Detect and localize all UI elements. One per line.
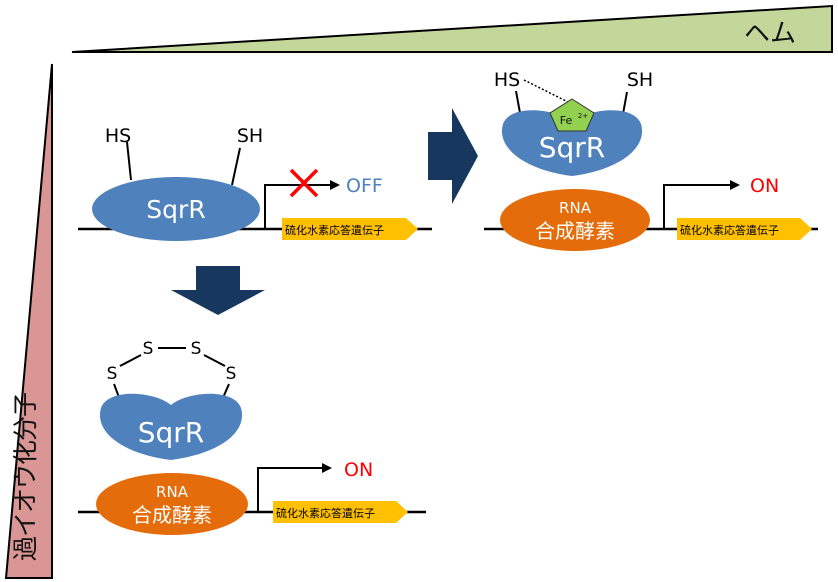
rna-polymerase xyxy=(500,189,650,251)
bond-s1-s3 xyxy=(119,354,142,367)
sqrr-label: SqrR xyxy=(539,131,606,164)
sulfur-atom: S xyxy=(143,339,154,359)
bond-s2-s4 xyxy=(203,354,226,367)
panel-repressed: HS SH SqrR OFF 硫化水素応答遺伝子 xyxy=(78,125,432,241)
rnap-label-line2: 合成酵素 xyxy=(535,219,615,243)
gene-box xyxy=(677,218,812,240)
rna-polymerase xyxy=(96,473,248,535)
rnap-label-line1: RNA xyxy=(559,199,592,217)
thiol-label-right: SH xyxy=(627,69,653,91)
rnap-label-line2: 合成酵素 xyxy=(132,503,212,527)
heme-label: ヘム xyxy=(744,19,796,49)
panel-persulfide: S S S S SqrR RNA 合成酵素 ON 硫化水素応答遺伝子 xyxy=(78,339,426,535)
sulfur-atom: S xyxy=(191,339,202,359)
panel-heme: HS SH SqrR Fe 2+ RNA 合成酵素 ON 硫化水素応答遺伝子 xyxy=(484,69,818,251)
gene-label: 硫化水素応答遺伝子 xyxy=(285,223,384,237)
persulfide-gradient-wedge xyxy=(4,63,53,579)
gene-label: 硫化水素応答遺伝子 xyxy=(680,223,779,237)
on-label: ON xyxy=(344,459,373,481)
fe-charge: 2+ xyxy=(578,112,588,120)
thiol-stick-right xyxy=(622,91,628,115)
persulfide-label: 過イオウ化分子 xyxy=(11,392,40,561)
fe-heme-icon xyxy=(549,98,595,132)
gene-box xyxy=(282,218,418,240)
sqrr-protein xyxy=(92,177,260,241)
thiol-stick-left xyxy=(126,141,132,181)
sulfur-atom: S xyxy=(226,364,237,384)
blocked-cross-icon xyxy=(289,168,319,198)
promoter-arrow xyxy=(663,180,740,229)
gene-box xyxy=(273,501,408,523)
transition-arrow-right xyxy=(428,108,478,204)
thiol-stick-left xyxy=(515,90,521,114)
on-label: ON xyxy=(750,175,779,197)
promoter-arrow xyxy=(257,463,332,512)
transition-arrow-down xyxy=(171,266,265,315)
sqrr-label: SqrR xyxy=(146,195,205,224)
coordination-bond xyxy=(523,79,569,103)
fe-symbol: Fe xyxy=(560,114,573,127)
thiol-stick-right xyxy=(231,147,241,186)
gene-label: 硫化水素応答遺伝子 xyxy=(276,506,375,520)
thiol-label-right: SH xyxy=(237,125,263,147)
sqrr-protein xyxy=(501,110,643,176)
sqrr-protein xyxy=(99,393,243,460)
promoter-arrow xyxy=(264,180,340,229)
off-label: OFF xyxy=(346,175,383,197)
thiol-label-left: HS xyxy=(494,69,520,91)
sqrr-label: SqrR xyxy=(138,416,205,449)
thiol-label-left: HS xyxy=(105,125,131,147)
fe-label: Fe xyxy=(560,114,573,127)
heme-gradient-wedge xyxy=(71,4,833,53)
sulfur-atom: S xyxy=(107,364,118,384)
rnap-label-line1: RNA xyxy=(156,483,189,501)
